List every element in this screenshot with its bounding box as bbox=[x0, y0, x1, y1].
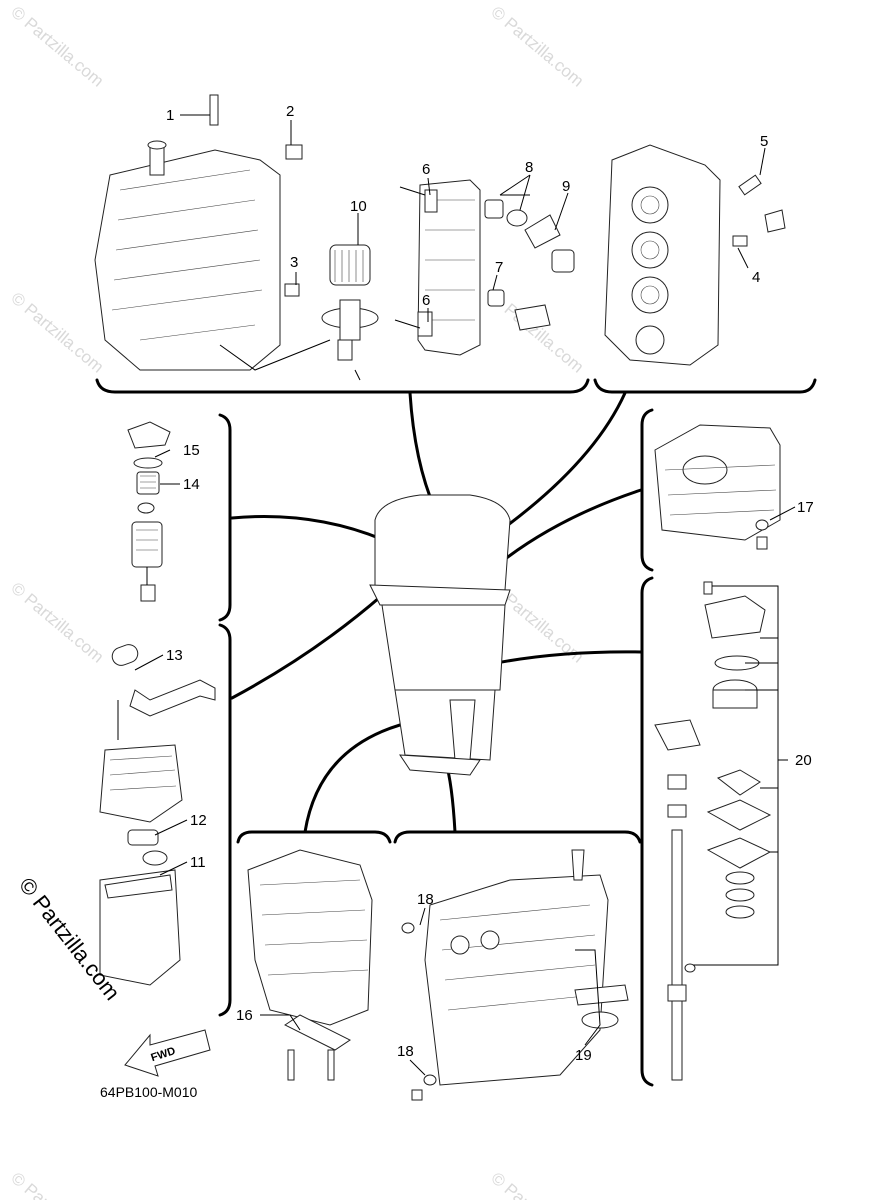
watermark: © Partzilla.com bbox=[7, 3, 107, 91]
lower-unit-drawing bbox=[401, 849, 629, 1101]
watermark: © Partzilla.com bbox=[7, 289, 107, 377]
bottom-cowling-drawing bbox=[654, 424, 781, 550]
callout-leaders bbox=[134, 114, 796, 1076]
callout-5: 5 bbox=[760, 133, 768, 150]
watermark: © Partzilla.com bbox=[7, 1169, 107, 1200]
callout-4: 4 bbox=[752, 269, 760, 286]
callout-15: 15 bbox=[183, 442, 200, 459]
callout-6b: 6 bbox=[422, 292, 430, 309]
water-pump-drawing bbox=[654, 581, 788, 1081]
callout-7: 7 bbox=[495, 259, 503, 276]
callout-16: 16 bbox=[236, 1007, 253, 1024]
outboard-motor-drawing bbox=[369, 494, 511, 776]
callout-9: 9 bbox=[562, 178, 570, 195]
callout-10: 10 bbox=[350, 198, 367, 215]
callout-19: 19 bbox=[575, 1047, 592, 1064]
callout-2: 2 bbox=[286, 103, 294, 120]
thermostat-cover-drawing bbox=[394, 179, 575, 356]
callout-1: 1 bbox=[166, 107, 174, 124]
callout-labels: 1 2 3 4 5 6 6 7 8 9 10 11 12 13 14 15 16… bbox=[166, 103, 814, 1064]
vapor-separator-drawing bbox=[99, 644, 216, 986]
oil-filter-drawing bbox=[321, 244, 379, 361]
callout-13: 13 bbox=[166, 647, 183, 664]
callout-6a: 6 bbox=[422, 161, 430, 178]
callout-18b: 18 bbox=[397, 1043, 414, 1060]
callout-3: 3 bbox=[290, 254, 298, 271]
diagram-code: 64PB100-M010 bbox=[100, 1084, 198, 1100]
fuel-filter-drawing bbox=[127, 421, 171, 602]
watermark: © Partzilla.com bbox=[487, 3, 587, 91]
callout-14: 14 bbox=[183, 476, 200, 493]
fwd-arrow-icon: FWD bbox=[124, 1029, 211, 1077]
callout-8: 8 bbox=[525, 159, 533, 176]
callout-11: 11 bbox=[190, 854, 206, 871]
callout-12: 12 bbox=[190, 812, 207, 829]
callout-18a: 18 bbox=[417, 891, 434, 908]
watermark: © Partzilla.com bbox=[487, 1169, 587, 1200]
section-brackets bbox=[95, 378, 817, 1087]
bracket-drawing bbox=[247, 849, 373, 1081]
callout-17: 17 bbox=[797, 499, 814, 516]
callout-20: 20 bbox=[795, 752, 812, 769]
engine-block-drawing bbox=[94, 94, 361, 381]
cylinder-head-drawing bbox=[604, 144, 786, 366]
watermark: © Partzilla.com bbox=[7, 579, 107, 667]
